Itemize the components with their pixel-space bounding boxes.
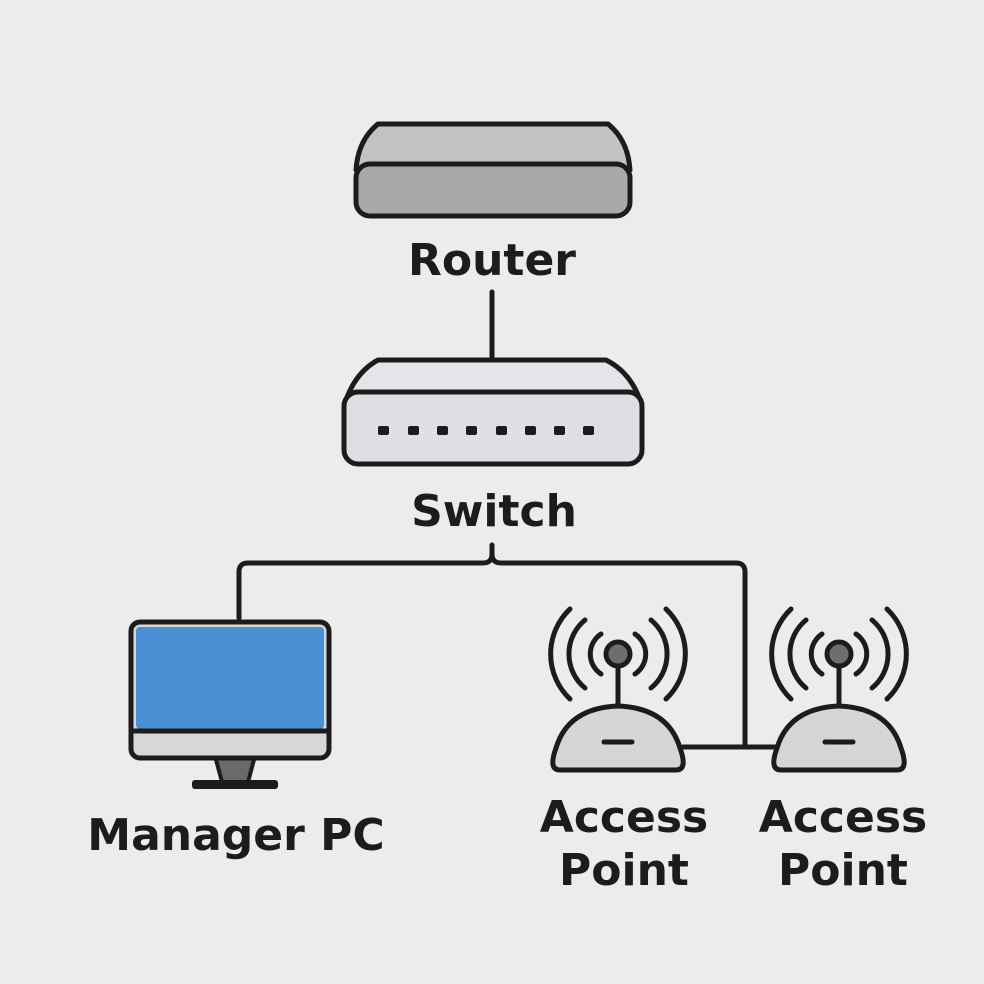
switch-port (466, 426, 477, 435)
monitor-screen (136, 627, 324, 729)
wireless-access-point-icon (769, 606, 909, 773)
switch-port (378, 426, 389, 435)
switch-access-point-link (489, 551, 748, 748)
signal-wave-left-far (548, 606, 573, 702)
signal-wave-right-inner (632, 631, 649, 677)
manager-pc-node: Manager PC (87, 619, 385, 861)
switch-port (583, 426, 594, 435)
signal-wave-right-far (663, 606, 688, 702)
wireless-access-point-icon (548, 606, 688, 773)
signal-wave-right-outer (869, 617, 891, 691)
signal-waves-icon (769, 606, 909, 702)
signal-wave-right-far (884, 606, 909, 702)
switch-port (437, 426, 448, 435)
manager-pc-label: Manager PC (87, 810, 384, 861)
router-label: Router (408, 235, 576, 286)
signal-wave-right-outer (648, 617, 670, 691)
signal-wave-right-inner (853, 631, 870, 677)
switch-icon (341, 357, 645, 467)
signal-wave-left-far (769, 606, 794, 702)
router-node: Router (353, 121, 633, 286)
access-point-2-node: Access Point (759, 606, 927, 896)
monitor-stand-base (192, 780, 278, 789)
switch-node: Switch (341, 357, 645, 537)
connection-lines (236, 289, 783, 750)
switch-port (525, 426, 536, 435)
access-point-dome (550, 703, 686, 773)
access-point-1-node: Access Point (540, 606, 708, 896)
access-point-2-label-line1: Access (759, 792, 927, 843)
access-point-1-label-line2: Point (559, 845, 689, 896)
signal-wave-left-inner (808, 631, 825, 677)
switch-label: Switch (411, 486, 577, 537)
signal-waves-icon (548, 606, 688, 702)
antenna-tip (824, 639, 854, 669)
signal-wave-left-inner (587, 631, 604, 677)
switch-port (408, 426, 419, 435)
access-point-1-label-line1: Access (540, 792, 708, 843)
switch-port (496, 426, 507, 435)
access-point-2-label-line2: Point (778, 845, 908, 896)
signal-wave-left-outer (566, 617, 588, 691)
signal-wave-left-outer (787, 617, 809, 691)
monitor-icon (128, 619, 332, 789)
switch-port (554, 426, 565, 435)
switch-body (341, 389, 645, 467)
antenna-tip (603, 639, 633, 669)
switch-ports (378, 426, 594, 435)
access-point-dome (771, 703, 907, 773)
router-icon (353, 121, 633, 219)
router-body (353, 161, 633, 219)
